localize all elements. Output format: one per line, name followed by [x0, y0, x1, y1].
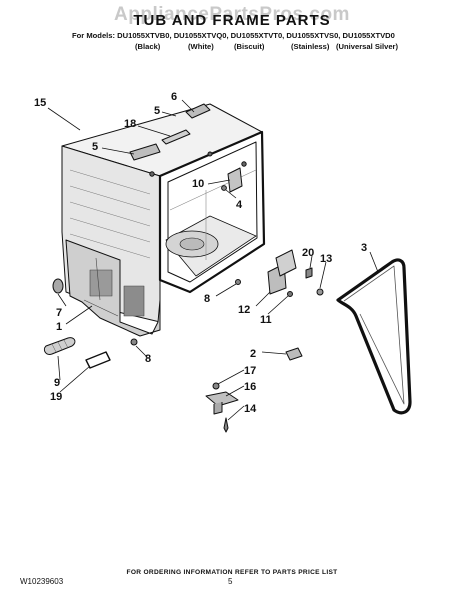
callout-13: 13 — [320, 253, 332, 265]
callout-6: 6 — [171, 91, 177, 103]
callout-20: 20 — [302, 247, 314, 259]
ordering-note: FOR ORDERING INFORMATION REFER TO PARTS … — [126, 569, 338, 576]
page-title: TUB AND FRAME PARTS — [133, 12, 331, 29]
door-gasket — [336, 258, 412, 415]
leg-9 — [43, 337, 76, 355]
callout-12: 12 — [238, 304, 250, 316]
bracket-6-top — [185, 103, 211, 119]
document-number: W10239603 — [20, 577, 64, 586]
cover-19 — [85, 351, 111, 369]
hinge-bracket-10 — [227, 167, 243, 193]
vent-18 — [161, 129, 191, 145]
callout-15: 15 — [34, 97, 46, 109]
callout-3: 3 — [361, 242, 367, 254]
page-number: 5 — [228, 577, 233, 586]
callout-4: 4 — [236, 199, 243, 211]
callout-11: 11 — [260, 314, 272, 326]
callout-8-mid: 8 — [204, 293, 210, 305]
callout-10: 10 — [192, 178, 204, 190]
callout-18: 18 — [124, 118, 136, 130]
color-universal-silver: (Universal Silver) — [336, 42, 399, 51]
color-white: (White) — [188, 42, 214, 51]
bracket-16 — [205, 391, 239, 407]
callout-5-top: 5 — [154, 105, 160, 117]
foot-7 — [52, 278, 64, 294]
callout-2: 2 — [250, 348, 256, 360]
callout-7: 7 — [56, 307, 62, 319]
models-line: For Models: DU1055XTVB0, DU1055XTVQ0, DU… — [72, 31, 395, 40]
callout-16: 16 — [244, 381, 256, 393]
callout-5-left: 5 — [92, 141, 98, 153]
color-black: (Black) — [135, 42, 161, 51]
screw-8-mid — [235, 279, 241, 285]
screw-13 — [305, 267, 313, 279]
callout-9: 9 — [54, 377, 60, 389]
screw-17 — [212, 382, 220, 390]
screw-8-low — [130, 338, 138, 346]
callout-17: 17 — [244, 365, 256, 377]
watermark: AppliancePartsPros.com — [114, 4, 350, 25]
screw-14 — [223, 417, 229, 433]
bracket-5-left — [129, 143, 161, 161]
callout-14: 14 — [244, 403, 257, 415]
color-stainless: (Stainless) — [291, 42, 330, 51]
callout-1: 1 — [56, 321, 62, 333]
color-biscuit: (Biscuit) — [234, 42, 265, 51]
tub-base — [65, 239, 161, 337]
clip-2 — [285, 347, 303, 361]
callout-19: 19 — [50, 391, 62, 403]
callout-8-low: 8 — [145, 353, 151, 365]
